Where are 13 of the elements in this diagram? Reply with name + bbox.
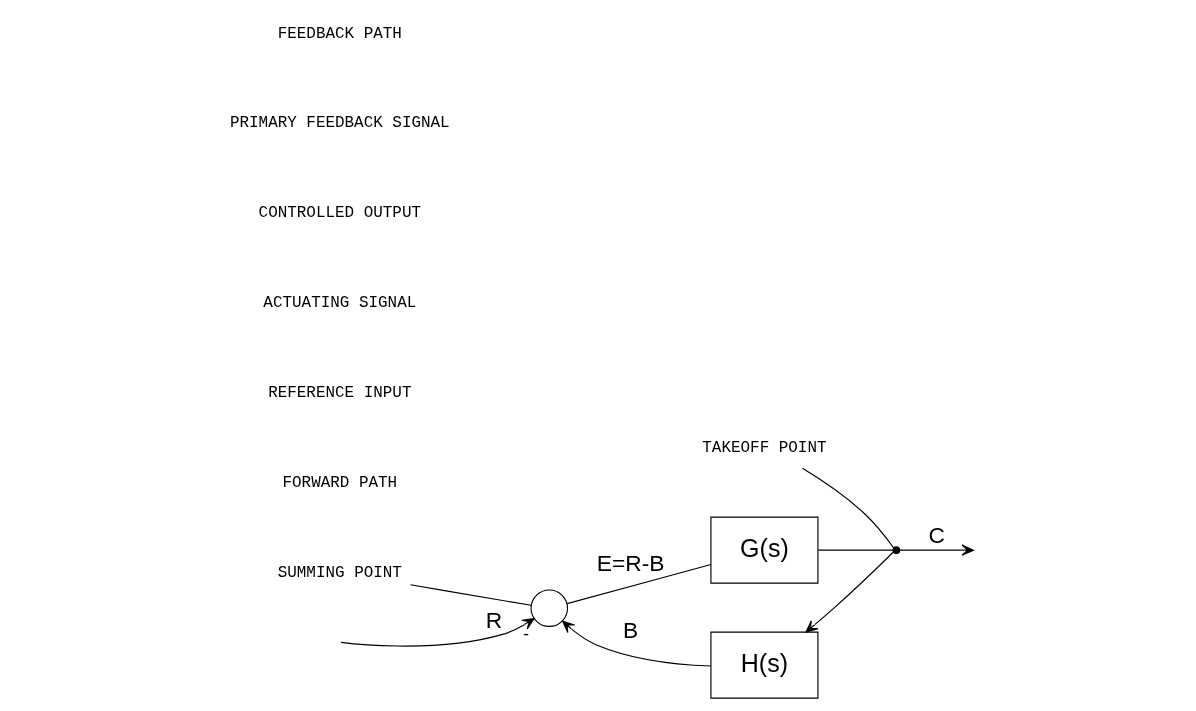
label: PRIMARY FEEDBACK SIGNAL <box>229 114 450 133</box>
edge-label: C <box>927 522 945 549</box>
label: REFERENCE INPUT <box>267 384 411 403</box>
node-text: TAKEOFF POINT <box>701 438 827 457</box>
node-text: SUMMING POINT <box>277 564 402 583</box>
label: FEEDBACK PATH <box>277 24 402 43</box>
label: CONTROLLED OUTPUT <box>258 204 421 223</box>
edge-label: B <box>622 616 638 643</box>
label: ACTUATING SIGNAL <box>262 294 416 313</box>
node-label: - <box>520 626 531 645</box>
edge-label: E=R-B <box>596 549 664 576</box>
edge-label: R <box>485 606 502 633</box>
label: FORWARD PATH <box>281 474 397 493</box>
